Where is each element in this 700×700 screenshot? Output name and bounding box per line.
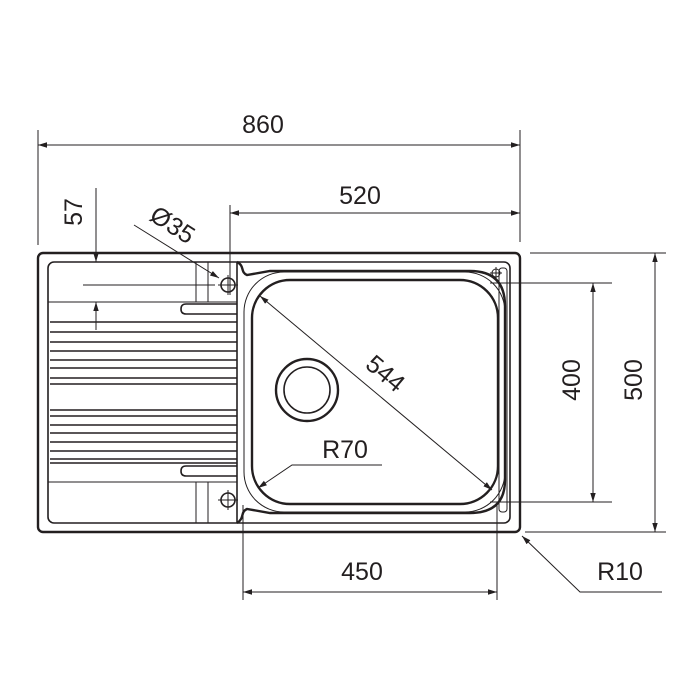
tap-hole-bottom: [218, 490, 238, 510]
dim-label-bowl-radius: R70: [322, 436, 368, 464]
dim-label-bowl-height: 400: [558, 359, 586, 401]
dim-label-overall-depth: 500: [620, 359, 648, 401]
dim-label-overall-width: 860: [242, 111, 284, 139]
dim-label-bowl-width: 450: [341, 558, 383, 586]
dim-label-tap-offset: 57: [60, 198, 88, 226]
dim-label-tap-diameter: Ø35: [145, 201, 200, 250]
dim-label-bowl-diagonal: 544: [360, 350, 410, 398]
dimension-lines: [38, 142, 662, 595]
bowl: [236, 260, 507, 525]
dim-label-bowl-offset: 520: [339, 182, 381, 210]
sink-outline: [36, 251, 522, 534]
drainboard: [48, 262, 238, 523]
dim-label-corner-radius: R10: [597, 558, 643, 586]
tap-hole-corner: [490, 267, 502, 279]
tap-hole-top: [218, 275, 238, 295]
drain: [274, 357, 340, 423]
